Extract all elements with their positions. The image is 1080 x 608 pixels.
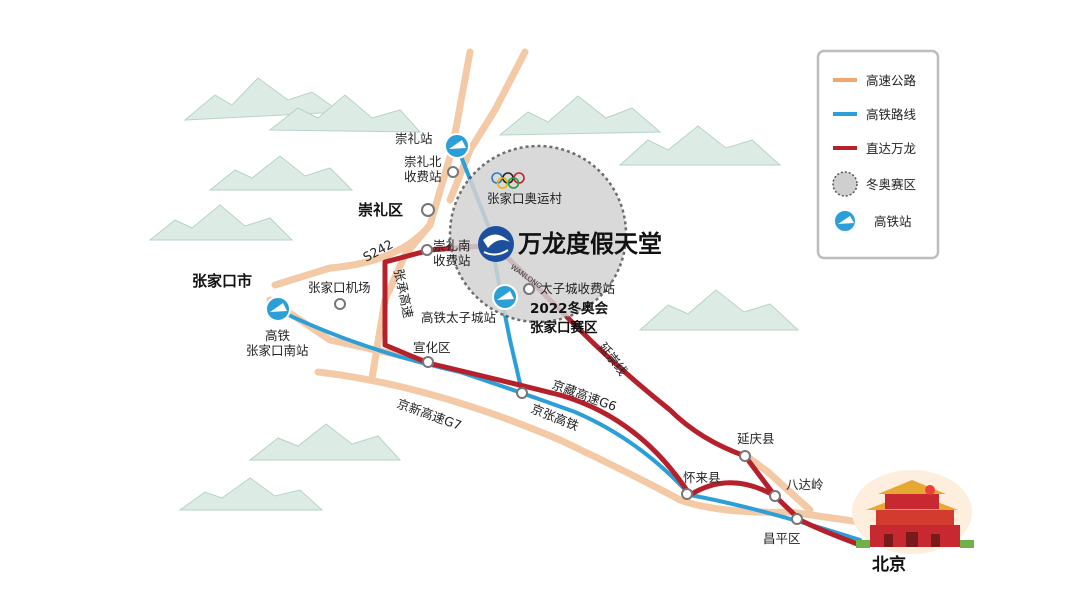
chongli-south-toll-dot bbox=[421, 244, 433, 256]
yanqing-dot bbox=[739, 450, 751, 462]
zjk-south-station-icon bbox=[265, 296, 291, 322]
label-yanqing: 延庆县 bbox=[737, 431, 775, 446]
label-games-zone-1: 2022冬奥会 bbox=[530, 300, 609, 317]
taizicheng-station-icon bbox=[492, 284, 518, 310]
changping-dot bbox=[791, 513, 803, 525]
mountain-3 bbox=[498, 95, 662, 136]
label-zjk-south-1: 高铁 bbox=[265, 328, 291, 343]
label-changping: 昌平区 bbox=[763, 531, 801, 546]
rail-station-badges bbox=[265, 133, 518, 322]
label-taizicheng-toll: 太子城收费站 bbox=[540, 281, 615, 296]
highway-north-branch bbox=[446, 48, 529, 204]
jingzang-dot bbox=[516, 387, 528, 399]
label-taizicheng-station: 高铁太子城站 bbox=[421, 310, 496, 325]
highway-jingxin-g7 bbox=[314, 368, 864, 526]
label-zhangcheng: 张承高速 bbox=[391, 268, 416, 321]
legend-rail-label: 高铁路线 bbox=[866, 107, 917, 122]
beijing-tiananmen-icon bbox=[852, 470, 974, 554]
legend-zone-label: 冬奥赛区 bbox=[866, 177, 916, 192]
label-games-zone-2: 张家口赛区 bbox=[530, 319, 598, 336]
label-zjk-airport: 张家口机场 bbox=[308, 280, 371, 295]
chongli-station-icon bbox=[444, 133, 470, 159]
label-zhangjiakou-city: 张家口市 bbox=[192, 272, 252, 290]
mountain-1 bbox=[183, 77, 342, 121]
label-xuanhua: 宣化区 bbox=[413, 340, 451, 355]
direct-route-main bbox=[382, 242, 863, 548]
huailai-dot bbox=[681, 488, 693, 500]
station-dots bbox=[334, 166, 803, 525]
mountain-7 bbox=[638, 289, 800, 331]
rail-jingzhang bbox=[276, 308, 862, 542]
legend-direct-label: 直达万龙 bbox=[866, 141, 916, 156]
mountain-decorations bbox=[148, 77, 800, 511]
legend-station-icon bbox=[833, 209, 857, 233]
legend-box bbox=[816, 49, 940, 260]
xuanhua-dot bbox=[422, 356, 434, 368]
taizicheng-toll-dot bbox=[523, 283, 535, 295]
label-chongli-district: 崇礼区 bbox=[358, 201, 403, 219]
label-olympic-village: 张家口奥运村 bbox=[487, 191, 563, 206]
mountain-9 bbox=[178, 477, 324, 511]
legend: 高速公路 高铁路线 直达万龙 冬奥赛区 高铁站 bbox=[816, 49, 940, 260]
mountain-4 bbox=[618, 125, 782, 166]
olympic-rings-icon bbox=[491, 172, 525, 189]
place-labels: 崇礼站 崇礼北 收费站 张家口奥运村 崇礼区 万龙度假天堂 崇礼南 收费站 张家… bbox=[192, 131, 906, 575]
mountain-2 bbox=[268, 94, 422, 133]
mountain-6 bbox=[148, 204, 294, 241]
label-huailai: 怀来县 bbox=[683, 470, 721, 485]
label-chongli-north-toll-2: 收费站 bbox=[404, 169, 442, 184]
legend-station-label: 高铁站 bbox=[874, 214, 912, 229]
direct-route-lines bbox=[382, 242, 863, 548]
direct-route-huailai-loop bbox=[687, 480, 778, 499]
chongli-district-dot bbox=[421, 203, 435, 217]
highway-yanqing-link bbox=[741, 451, 814, 514]
chongli-north-toll-dot bbox=[447, 166, 459, 178]
label-yanchong: 延崇线 bbox=[596, 340, 631, 379]
mountain-5 bbox=[208, 155, 354, 191]
mountain-8 bbox=[248, 423, 402, 461]
label-chongli-south-toll-2: 收费站 bbox=[433, 253, 471, 268]
label-beijing: 北京 bbox=[872, 554, 906, 575]
label-zjk-south-2: 张家口南站 bbox=[246, 343, 309, 358]
badaling-dot bbox=[769, 490, 781, 502]
highway-zhangcheng bbox=[368, 221, 434, 382]
legend-zone-swatch bbox=[832, 171, 858, 197]
label-chongli-south-toll-1: 崇礼南 bbox=[433, 238, 471, 253]
label-chongli-station: 崇礼站 bbox=[395, 131, 433, 146]
label-chongli-north-toll-1: 崇礼北 bbox=[404, 154, 442, 169]
zjk-airport-dot bbox=[334, 298, 346, 310]
legend-highway-label: 高速公路 bbox=[866, 73, 917, 88]
label-wanlong: 万龙度假天堂 bbox=[518, 230, 662, 258]
label-badaling: 八达岭 bbox=[786, 477, 824, 492]
olympic-zone bbox=[448, 144, 628, 324]
wanlong-logo-icon bbox=[478, 226, 514, 262]
